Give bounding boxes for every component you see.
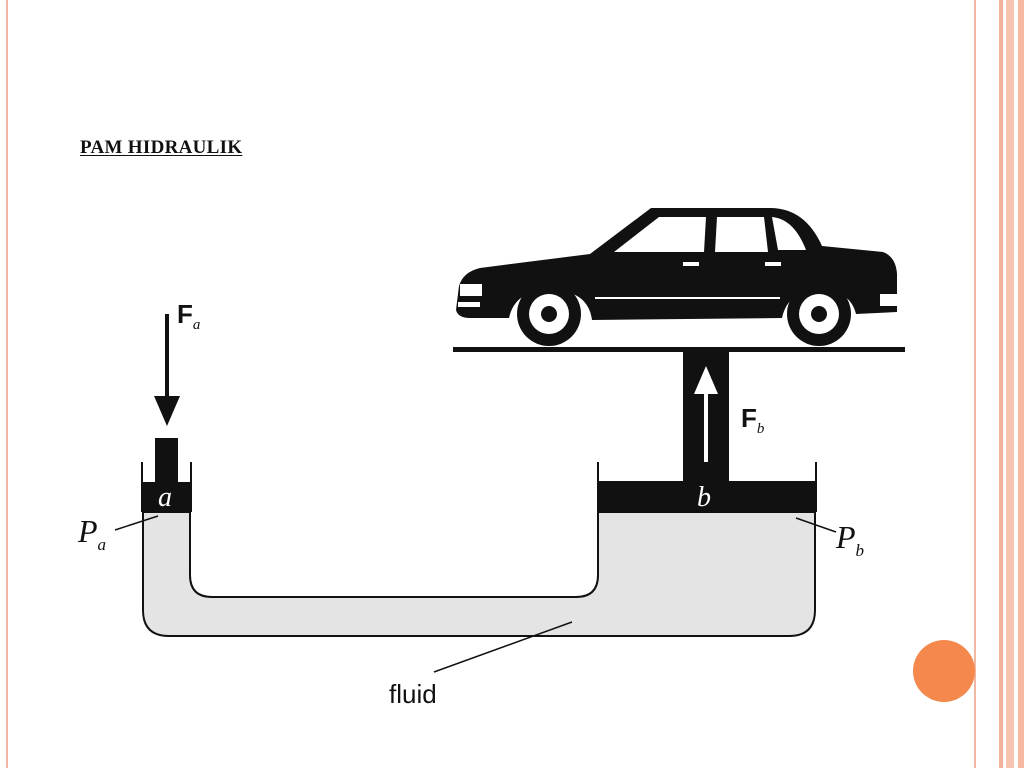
force-b-arrow-head — [694, 366, 718, 394]
car-bumper-front — [458, 302, 480, 307]
piston-b — [599, 481, 815, 512]
piston-a — [143, 482, 190, 512]
car-window-rear — [715, 217, 768, 252]
car-taillight — [880, 294, 902, 306]
car-window-back — [772, 217, 806, 250]
slide-frame-right — [974, 0, 1024, 768]
fluid-leader — [433, 621, 573, 673]
car-door-handle-front — [683, 262, 699, 266]
car-icon — [456, 208, 902, 346]
car-door-handle-rear — [765, 262, 781, 266]
pressure-a-leader — [114, 515, 159, 531]
fluid-label: fluid — [389, 679, 437, 709]
slide-frame-left — [0, 0, 8, 768]
slide-title: PAM HIDRAULIK — [80, 137, 243, 158]
piston-b-label: b — [697, 482, 711, 513]
force-b-label: Fb — [741, 403, 765, 437]
car-headlight — [460, 284, 482, 296]
accent-dot — [913, 640, 975, 702]
car-window-front — [614, 217, 706, 252]
lift-platform — [453, 347, 905, 352]
force-a-arrow-head — [154, 396, 180, 426]
pressure-a-label: Pa — [77, 513, 106, 554]
car-wheel-front-hub — [541, 306, 557, 322]
pressure-b-leader — [795, 517, 837, 533]
pressure-b-label: Pb — [835, 519, 864, 560]
fluid-body — [142, 511, 816, 637]
car-wheel-rear-hub — [811, 306, 827, 322]
force-a-label: Fa — [177, 299, 200, 333]
piston-a-rod — [155, 438, 178, 483]
piston-a-label: a — [158, 482, 172, 513]
